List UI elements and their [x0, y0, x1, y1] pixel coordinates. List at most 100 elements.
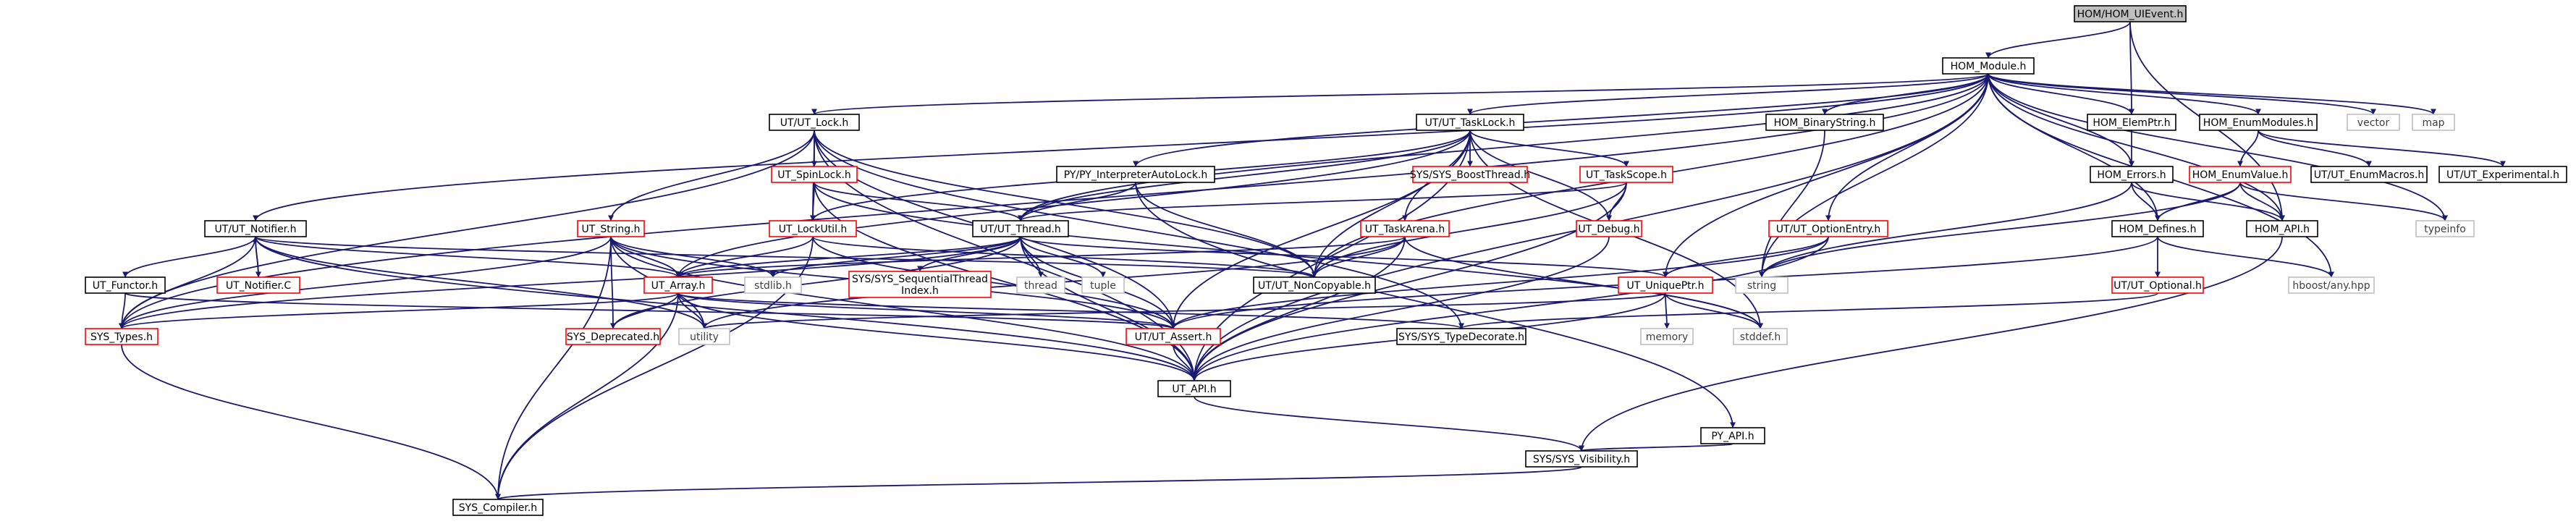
node-label: UT_Debug.h [1578, 224, 1639, 235]
node-sys-sys-visibility-h[interactable]: SYS/SYS_Visibility.h [1525, 450, 1638, 468]
node-sys-compiler-h[interactable]: SYS_Compiler.h [452, 499, 544, 516]
node-box [1735, 276, 1789, 294]
node-box [1640, 328, 1694, 345]
edge-module-to-enummod [1988, 73, 2261, 115]
node-box [769, 220, 857, 237]
node-ut-api-h[interactable]: UT_API.h [1157, 380, 1231, 397]
node-hom-defines-h[interactable]: HOM_Defines.h [2111, 220, 2204, 237]
node-sys-sys-boostthread-h[interactable]: SYS/SYS_BoostThread.h [1410, 166, 1530, 183]
node-ut-ut-lock-h[interactable]: UT/UT_Lock.h [769, 114, 860, 131]
edge-uniqueptr-to-stddef [1665, 292, 1763, 329]
node-label: SYS_Compiler.h [459, 502, 537, 514]
node-box [1081, 276, 1125, 294]
edge-module-to-tasklock [1467, 73, 1989, 115]
node-stdlib-h[interactable]: stdlib.h [744, 276, 802, 294]
edge-module-to-stdstring [1759, 73, 1989, 278]
node-sys-deprecated-h[interactable]: SYS_Deprecated.h [565, 328, 661, 345]
node-hom-binarystring-h[interactable]: HOM_BinaryString.h [1765, 114, 1884, 131]
node-label: map [2422, 117, 2444, 129]
node-ut-ut-enummacros-h[interactable]: UT/UT_EnumMacros.h [2310, 166, 2428, 183]
node-py-py-interpreterautolock-h[interactable]: PY/PY_InterpreterAutoLock.h [1056, 166, 1215, 183]
node-utility[interactable]: utility [678, 328, 730, 345]
node-box [1016, 276, 1065, 294]
node-label: SYS/SYS_Visibility.h [1533, 454, 1630, 465]
node-box [1416, 114, 1524, 131]
node-hom-api-h[interactable]: HOM_API.h [2246, 220, 2318, 237]
node-label: vector [2357, 117, 2390, 129]
node-typeinfo[interactable]: typeinfo [2415, 220, 2475, 237]
node-tuple[interactable]: tuple [1081, 276, 1125, 294]
node-box [1360, 220, 1450, 237]
node-ut-uniqueptr-h[interactable]: UT_UniquePtr.h [1618, 276, 1713, 294]
node-hom-enummodules-h[interactable]: HOM_EnumModules.h [2199, 114, 2318, 131]
node-label: UT/UT_Lock.h [780, 117, 849, 129]
edge-taskarena-to-array [675, 236, 1406, 278]
node-ut-lockutil-h[interactable]: UT_LockUtil.h [769, 220, 857, 237]
node-ut-ut-tasklock-h[interactable]: UT/UT_TaskLock.h [1416, 114, 1524, 131]
edge-errors-to-homapi [2131, 182, 2285, 221]
node-ut-ut-thread-h[interactable]: UT/UT_Thread.h [972, 220, 1069, 237]
edge-pyauto-to-thread [1018, 182, 1136, 221]
node-box [2415, 220, 2475, 237]
node-ut-taskscope-h[interactable]: UT_TaskScope.h [1579, 166, 1673, 183]
node-box [2189, 166, 2292, 183]
node-hom-elemptr-h[interactable]: HOM_ElemPtr.h [2087, 114, 2176, 131]
edge-module-to-pyauto [1133, 73, 1989, 167]
node-ut-spinlock-h[interactable]: UT_SpinLock.h [771, 166, 858, 183]
node-ut-notifier-c[interactable]: UT_Notifier.C [216, 276, 300, 294]
node-hom-module-h[interactable]: HOM_Module.h [1942, 57, 2035, 75]
edge-string-to-utapi [610, 236, 1197, 381]
node-box [1618, 276, 1713, 294]
node-ut-array-h[interactable]: UT_Array.h [643, 276, 713, 294]
node-py-api-h[interactable]: PY_API.h [1700, 427, 1765, 444]
node-label: UT_TaskArena.h [1365, 224, 1445, 235]
edge-notifier-to-noncopy [255, 236, 1317, 278]
node-box [1576, 220, 1642, 237]
edge-taskscope-to-utapi [1191, 182, 1627, 381]
node-box [2246, 220, 2318, 237]
node-label: HOM_EnumValue.h [2192, 169, 2289, 181]
edge-visibility-to-compiler [495, 466, 1582, 500]
edge-utapi-to-visibility [1194, 396, 1584, 452]
node-label: tuple [1090, 280, 1116, 292]
node-thread[interactable]: thread [1016, 276, 1065, 294]
node-ut-taskarena-h[interactable]: UT_TaskArena.h [1360, 220, 1450, 237]
edge-errors-to-stdstring [1759, 182, 2132, 278]
node-box [848, 271, 992, 298]
node-ut-ut-optionentry-h[interactable]: UT/UT_OptionEntry.h [1768, 220, 1888, 237]
node-box [678, 328, 730, 345]
node-hboost-any-hpp[interactable]: hboost/any.hpp [2288, 276, 2375, 294]
node-stddef-h[interactable]: stddef.h [1733, 328, 1788, 345]
node-ut-ut-noncopyable-h[interactable]: UT/UT_NonCopyable.h [1253, 276, 1376, 294]
edge-string-to-compiler [495, 236, 612, 500]
node-memory[interactable]: memory [1640, 328, 1694, 345]
node-vector[interactable]: vector [2347, 114, 2400, 131]
node-label: UT/UT_Notifier.h [215, 224, 297, 235]
node-ut-ut-experimental-h[interactable]: UT/UT_Experimental.h [2438, 166, 2567, 183]
node-box [1126, 328, 1221, 345]
node-hom-errors-h[interactable]: HOM_Errors.h [2090, 166, 2174, 183]
node-ut-ut-assert-h[interactable]: UT/UT_Assert.h [1126, 328, 1221, 345]
node-label: PY_API.h [1711, 431, 1754, 442]
node-ut-debug-h[interactable]: UT_Debug.h [1576, 220, 1642, 237]
node-label: SYS/SYS_TypeDecorate.h [1398, 331, 1524, 343]
node-hom-enumvalue-h[interactable]: HOM_EnumValue.h [2189, 166, 2292, 183]
node-map[interactable]: map [2412, 114, 2455, 131]
node-sys-types-h[interactable]: SYS_Types.h [85, 328, 159, 345]
node-string[interactable]: string [1735, 276, 1789, 294]
edge-spinlock-to-thread [814, 182, 1023, 221]
edge-uniqueptr-to-utility [701, 292, 1666, 329]
node-ut-functor-h[interactable]: UT_Functor.h [85, 276, 166, 294]
node-ut-string-h[interactable]: UT_String.h [577, 220, 645, 237]
node-ut-ut-optional-h[interactable]: UT/UT_Optional.h [2111, 276, 2204, 294]
node-sys-sys-typedecorate-h[interactable]: SYS/SYS_TypeDecorate.h [1396, 328, 1526, 345]
edge-errors-to-defines [2131, 182, 2161, 221]
node-label: UT/UT_TaskLock.h [1425, 117, 1516, 129]
node-box [85, 328, 159, 345]
edge-enumvalue-to-homapi [2239, 182, 2285, 221]
node-ut-ut-notifier-h[interactable]: UT/UT_Notifier.h [204, 220, 307, 237]
node-label: HOM_API.h [2255, 224, 2310, 235]
edge-thread-to-stdlib [770, 236, 1021, 278]
node-hom-hom-uievent-h[interactable]: HOM/HOM_UIEvent.h [2074, 5, 2187, 22]
